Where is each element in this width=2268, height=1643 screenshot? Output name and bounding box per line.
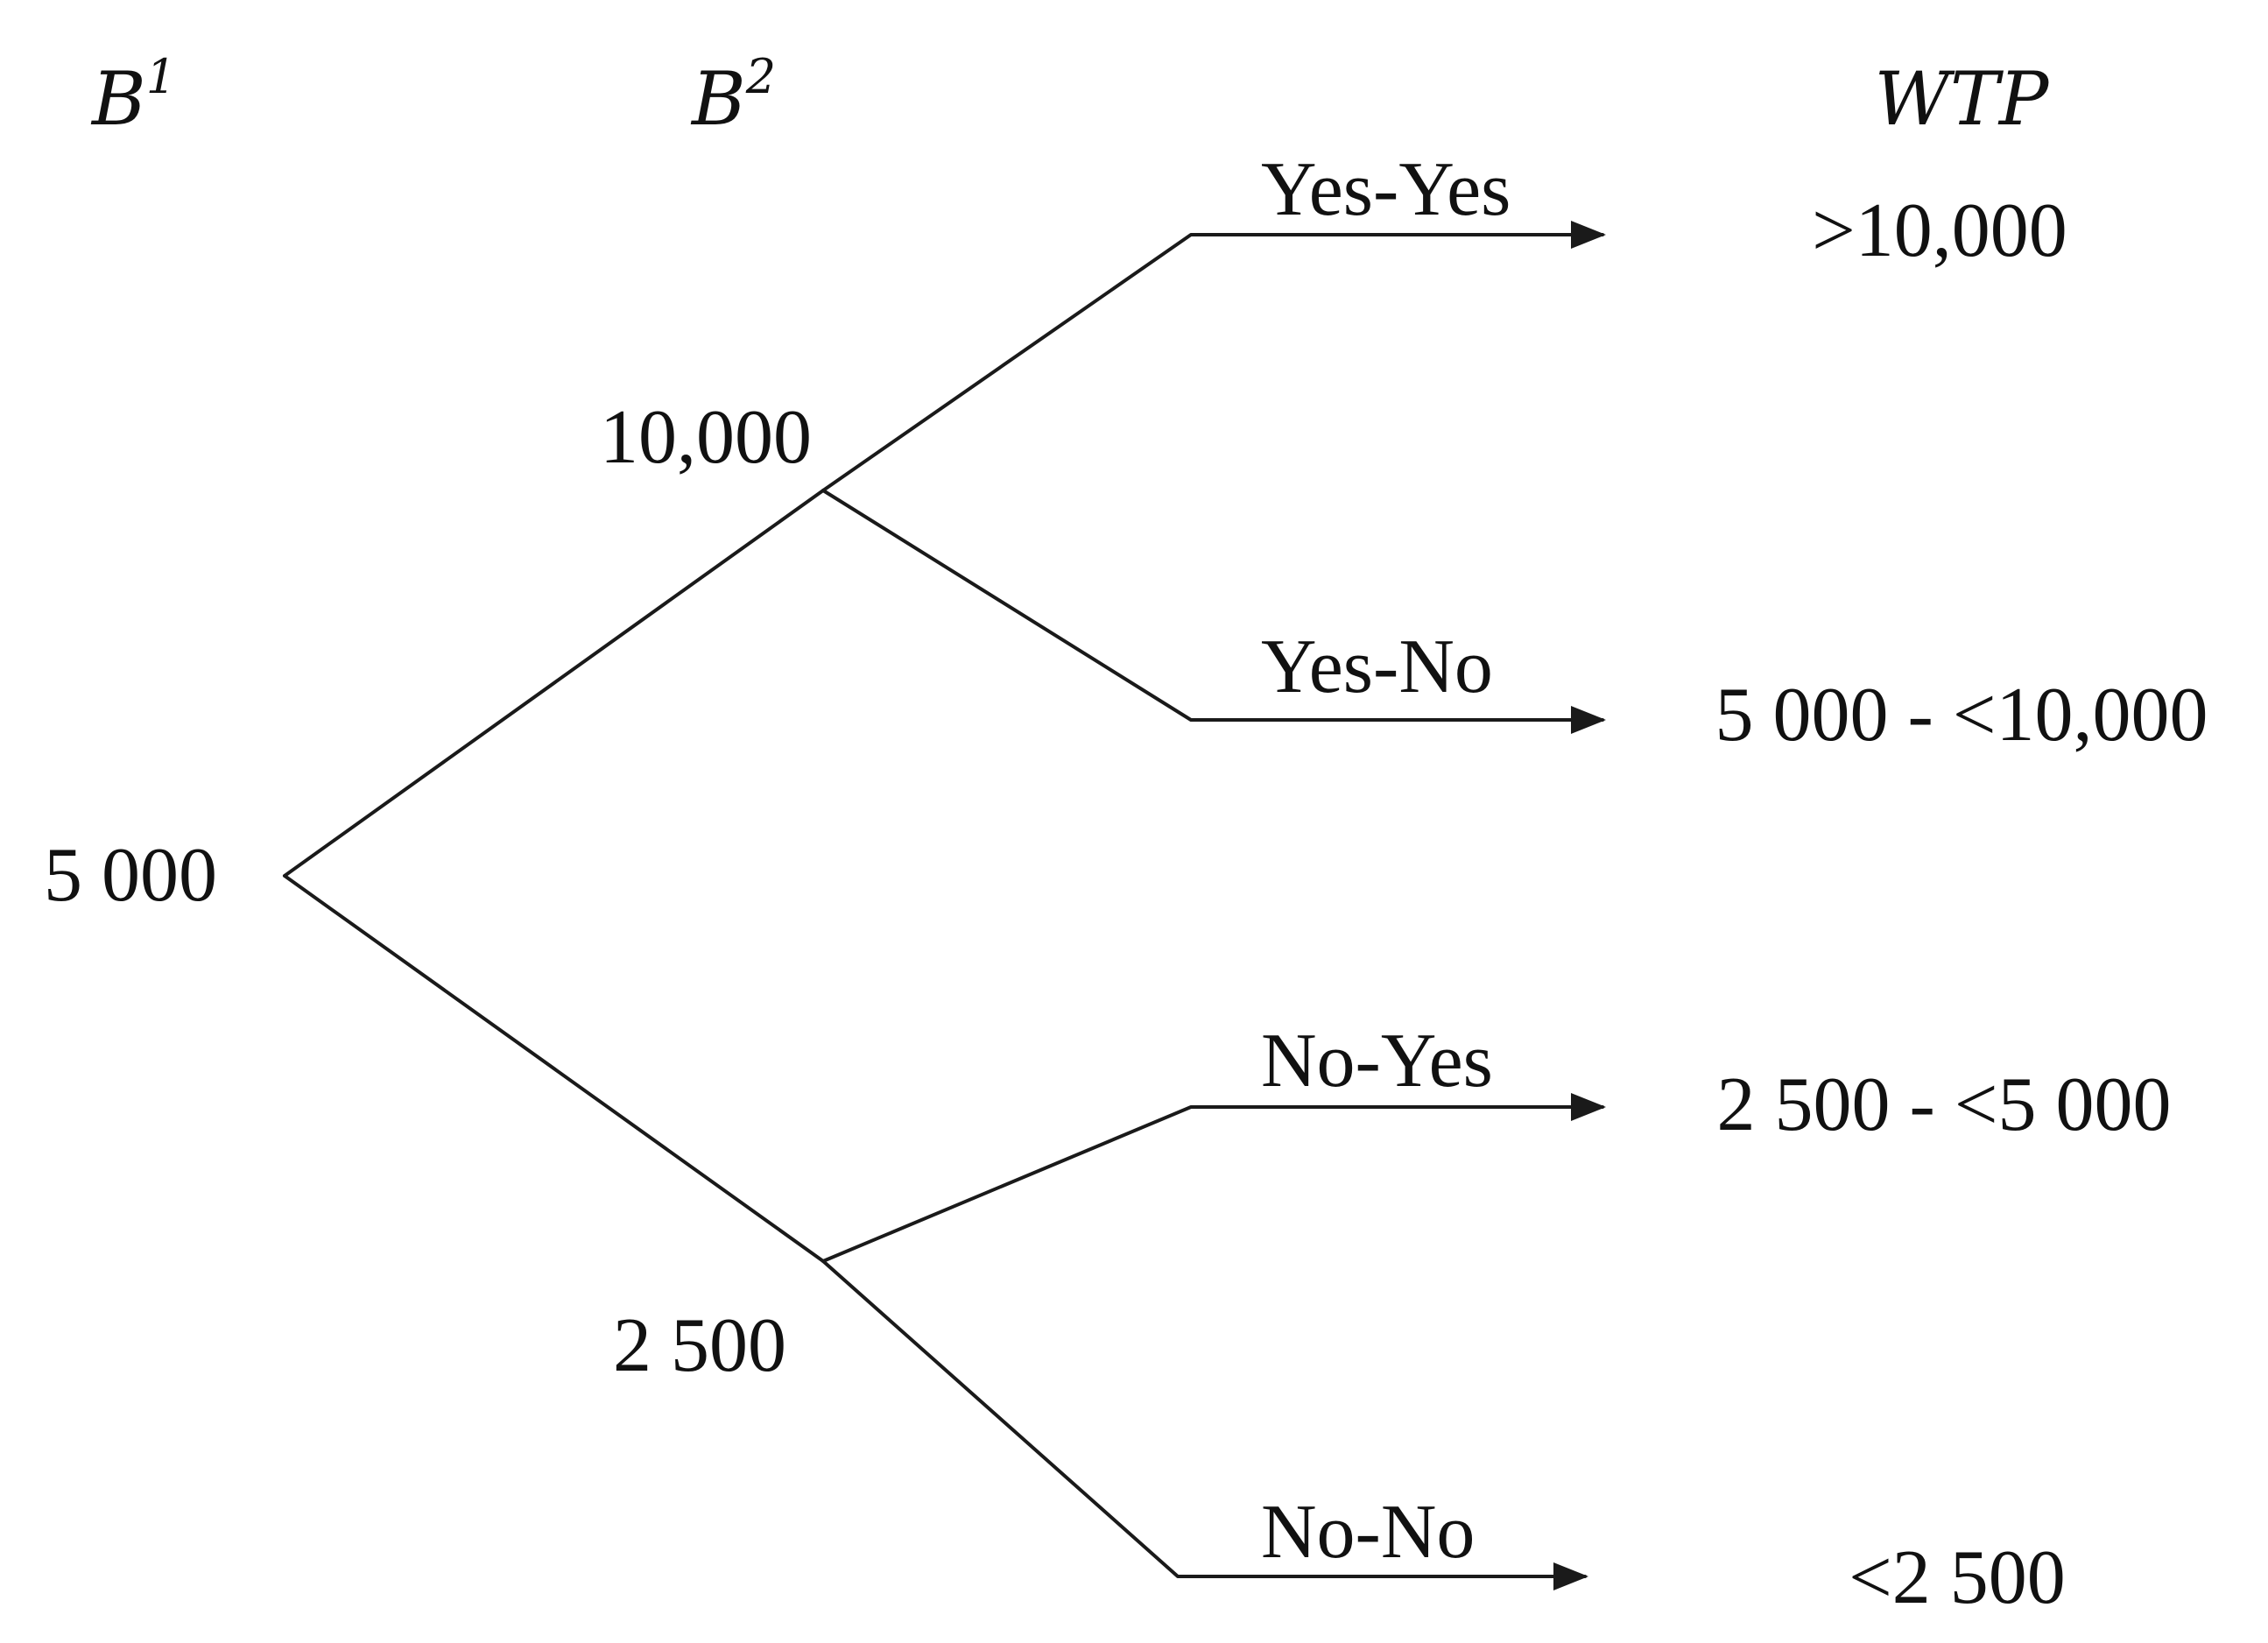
header-b2-base: B [690,56,746,142]
edge-yes-no-arrow [821,489,1606,734]
response-yes-yes: Yes-Yes [1261,147,1511,232]
edge-yes-yes-arrow [821,221,1606,492]
wtp-yes-yes: >10,000 [1812,188,2067,273]
header-b1: B1 [90,49,176,142]
header-wtp: WTP [1875,56,2050,142]
header-b1-sup: 1 [146,49,176,104]
edge-root-lower [283,874,825,1263]
wtp-yes-no: 5 000 - <10,000 [1715,673,2208,758]
header-b1-base: B [90,56,146,142]
header-b2-sup: 2 [745,49,776,104]
response-no-yes: No-Yes [1261,1019,1493,1104]
edge-root-upper [283,489,825,878]
node-upper-bid: 10,000 [600,395,812,480]
node-lower-bid: 2 500 [613,1303,786,1388]
edge-no-no-arrow [821,1259,1588,1590]
edge-no-yes-arrow [821,1093,1606,1263]
header-b2: B2 [690,49,776,142]
wtp-no-no: <2 500 [1849,1535,2066,1620]
node-root-bid: 5 000 [44,833,217,918]
wtp-no-yes: 2 500 - <5 000 [1717,1062,2172,1147]
response-yes-no: Yes-No [1261,624,1493,709]
response-no-no: No-No [1261,1490,1475,1575]
